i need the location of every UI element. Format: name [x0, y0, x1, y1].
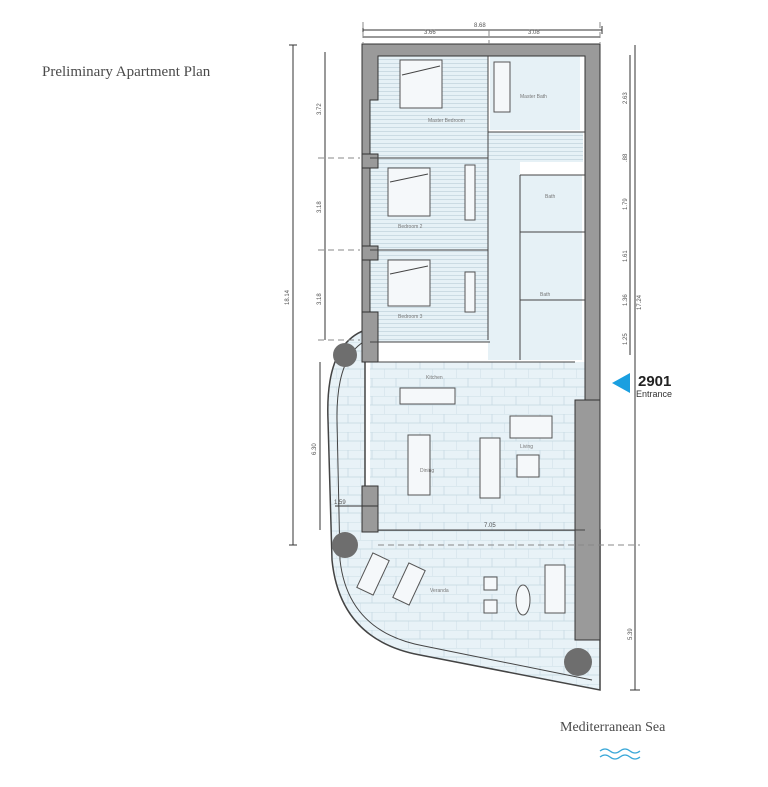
sea-label: Mediterranean Sea — [560, 720, 666, 735]
dimension-label: .88 — [623, 153, 629, 162]
room-label: Bedroom 3 — [398, 314, 423, 320]
sea-waves-icon — [599, 748, 641, 760]
dimension-label: 18.14 — [285, 289, 291, 305]
bed-master — [399, 59, 443, 109]
room-label: Living — [520, 444, 533, 450]
dimension-label: 1.25 — [623, 333, 629, 345]
bed-3 — [387, 259, 431, 307]
dimension-label: 3.72 — [317, 103, 323, 115]
room-label: Master Bath — [520, 94, 547, 100]
tree-icon — [332, 343, 592, 676]
page-title: Preliminary Apartment Plan — [42, 64, 211, 80]
dimension-lines — [289, 22, 640, 691]
room-label: Dining — [420, 468, 434, 474]
dimension-label: 3.18 — [317, 293, 323, 305]
dimension-label: 3.66 — [424, 30, 436, 36]
living-floor — [370, 362, 585, 530]
dimension-label: 3.08 — [528, 30, 540, 36]
dimension-label: 6.30 — [312, 443, 318, 455]
dimension-label: 1.36 — [623, 294, 629, 306]
room-label: Bedroom 2 — [398, 224, 423, 230]
room-label: Veranda — [430, 588, 449, 594]
room-label: Kitchen — [426, 375, 443, 381]
entrance-label: Entrance — [636, 389, 672, 399]
bed-2 — [387, 167, 431, 217]
dimension-label: 5.39 — [628, 628, 634, 640]
dimension-label: 1.59 — [334, 500, 346, 506]
dimension-label: 8.68 — [474, 23, 486, 29]
corridor-floor — [488, 160, 520, 360]
unit-number: 2901 — [638, 373, 671, 390]
bath-floor — [520, 175, 582, 360]
dimension-label: 17.24 — [637, 294, 643, 310]
loungers — [356, 552, 426, 606]
room-label: Master Bedroom — [428, 118, 465, 124]
dimension-label: 1.61 — [623, 250, 629, 262]
room-label: Bath — [545, 194, 556, 200]
dimension-label: 7.05 — [484, 523, 496, 529]
entrance-marker-icon — [612, 373, 630, 393]
dimension-label: 3.18 — [317, 201, 323, 213]
dimension-label: 1.79 — [623, 198, 629, 210]
dimension-label: 2.63 — [623, 92, 629, 104]
room-label: Bath — [540, 292, 551, 298]
